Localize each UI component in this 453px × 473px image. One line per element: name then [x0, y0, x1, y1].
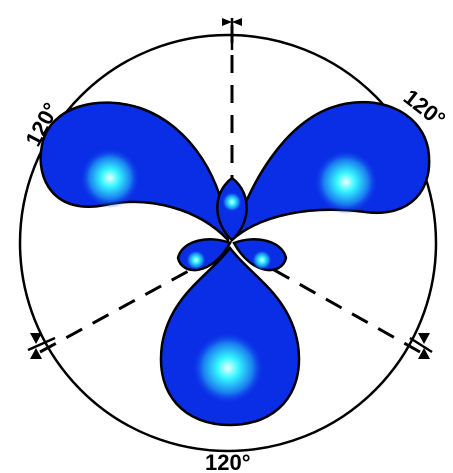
core-small-top — [222, 192, 242, 212]
core-upper-right — [314, 150, 378, 214]
angle-label-bottom: 120° — [205, 450, 251, 473]
arrow-top-right — [232, 18, 242, 26]
tick-left — [28, 338, 55, 350]
core-small-right — [252, 250, 272, 270]
core-upper-left — [80, 148, 140, 208]
core-bottom — [192, 332, 264, 404]
arrow-top-left — [222, 18, 232, 26]
core-small-left — [186, 250, 206, 270]
arrow-left-up — [30, 333, 42, 344]
arrow-right-up — [418, 333, 430, 344]
